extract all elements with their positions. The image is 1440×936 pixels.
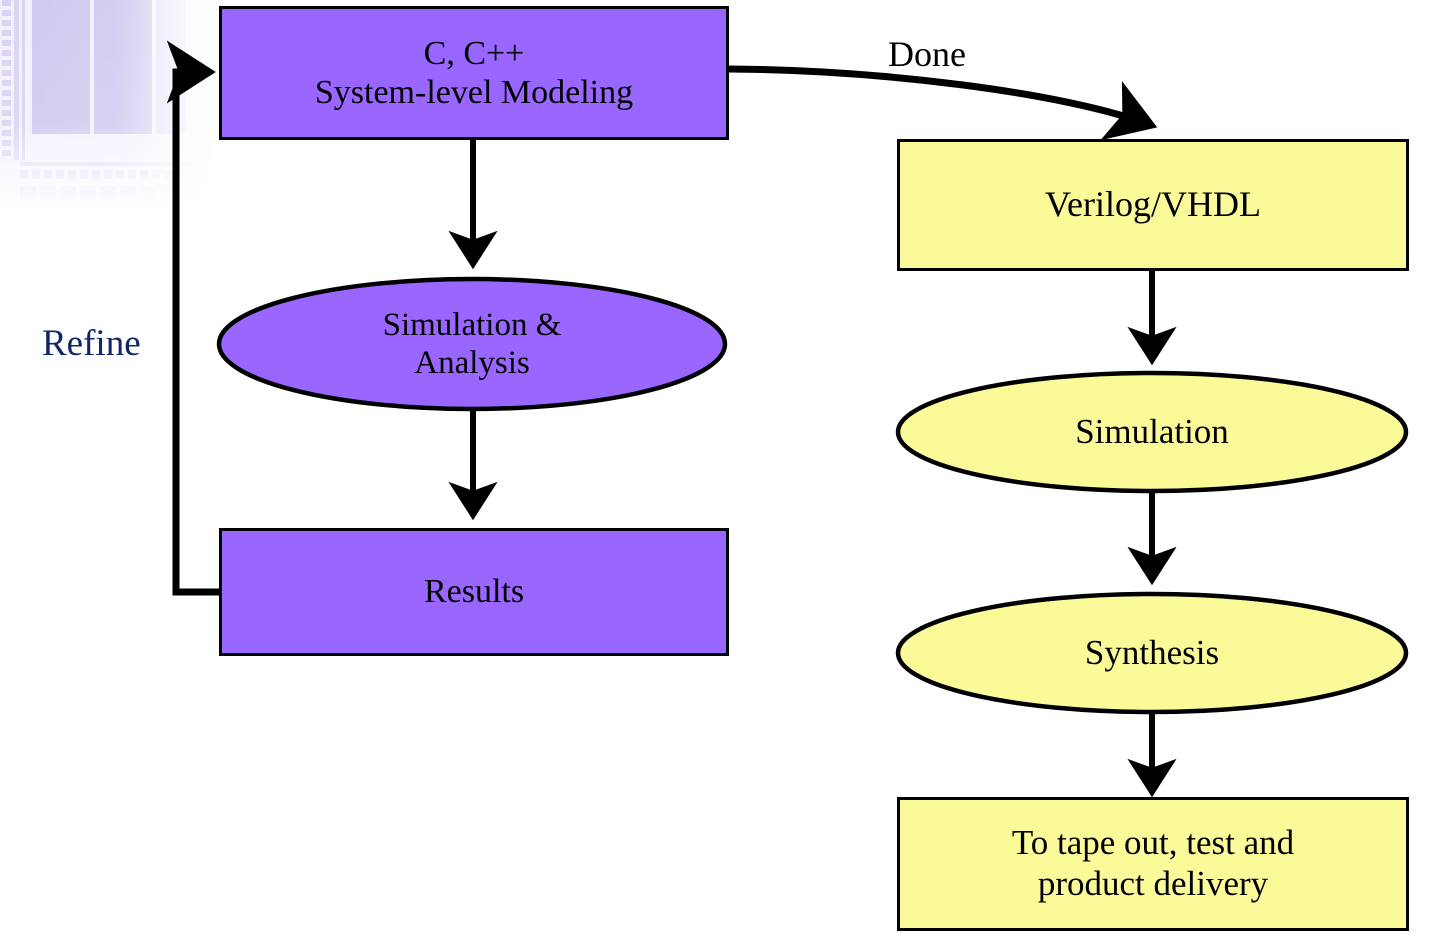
- edge-label-done: Done: [888, 34, 966, 74]
- node-c-cpp-system-level-modeling[interactable]: C, C++ System-level Modeling: [219, 6, 729, 140]
- node-label: Simulation: [1075, 411, 1229, 451]
- node-verilog-vhdl[interactable]: Verilog/VHDL: [897, 139, 1409, 271]
- edge-label-refine: Refine: [42, 323, 141, 364]
- node-label: Synthesis: [1084, 632, 1220, 672]
- ellipse-shape-purple: [216, 276, 728, 412]
- edge-cpp-to-verilog-done: [728, 65, 1158, 141]
- edge-results-to-cpp-refine: [166, 40, 219, 596]
- node-label: Simulation & Analysis: [382, 306, 562, 381]
- node-simulation-and-analysis[interactable]: Simulation & Analysis: [216, 276, 728, 412]
- node-synthesis[interactable]: Synthesis: [895, 591, 1409, 715]
- node-results[interactable]: Results: [219, 528, 729, 656]
- node-to-tape-out[interactable]: To tape out, test and product delivery: [897, 797, 1409, 931]
- node-simulation[interactable]: Simulation: [895, 370, 1409, 494]
- ellipse-shape-yellow: [895, 591, 1409, 715]
- ellipse-shape-yellow: [895, 370, 1409, 494]
